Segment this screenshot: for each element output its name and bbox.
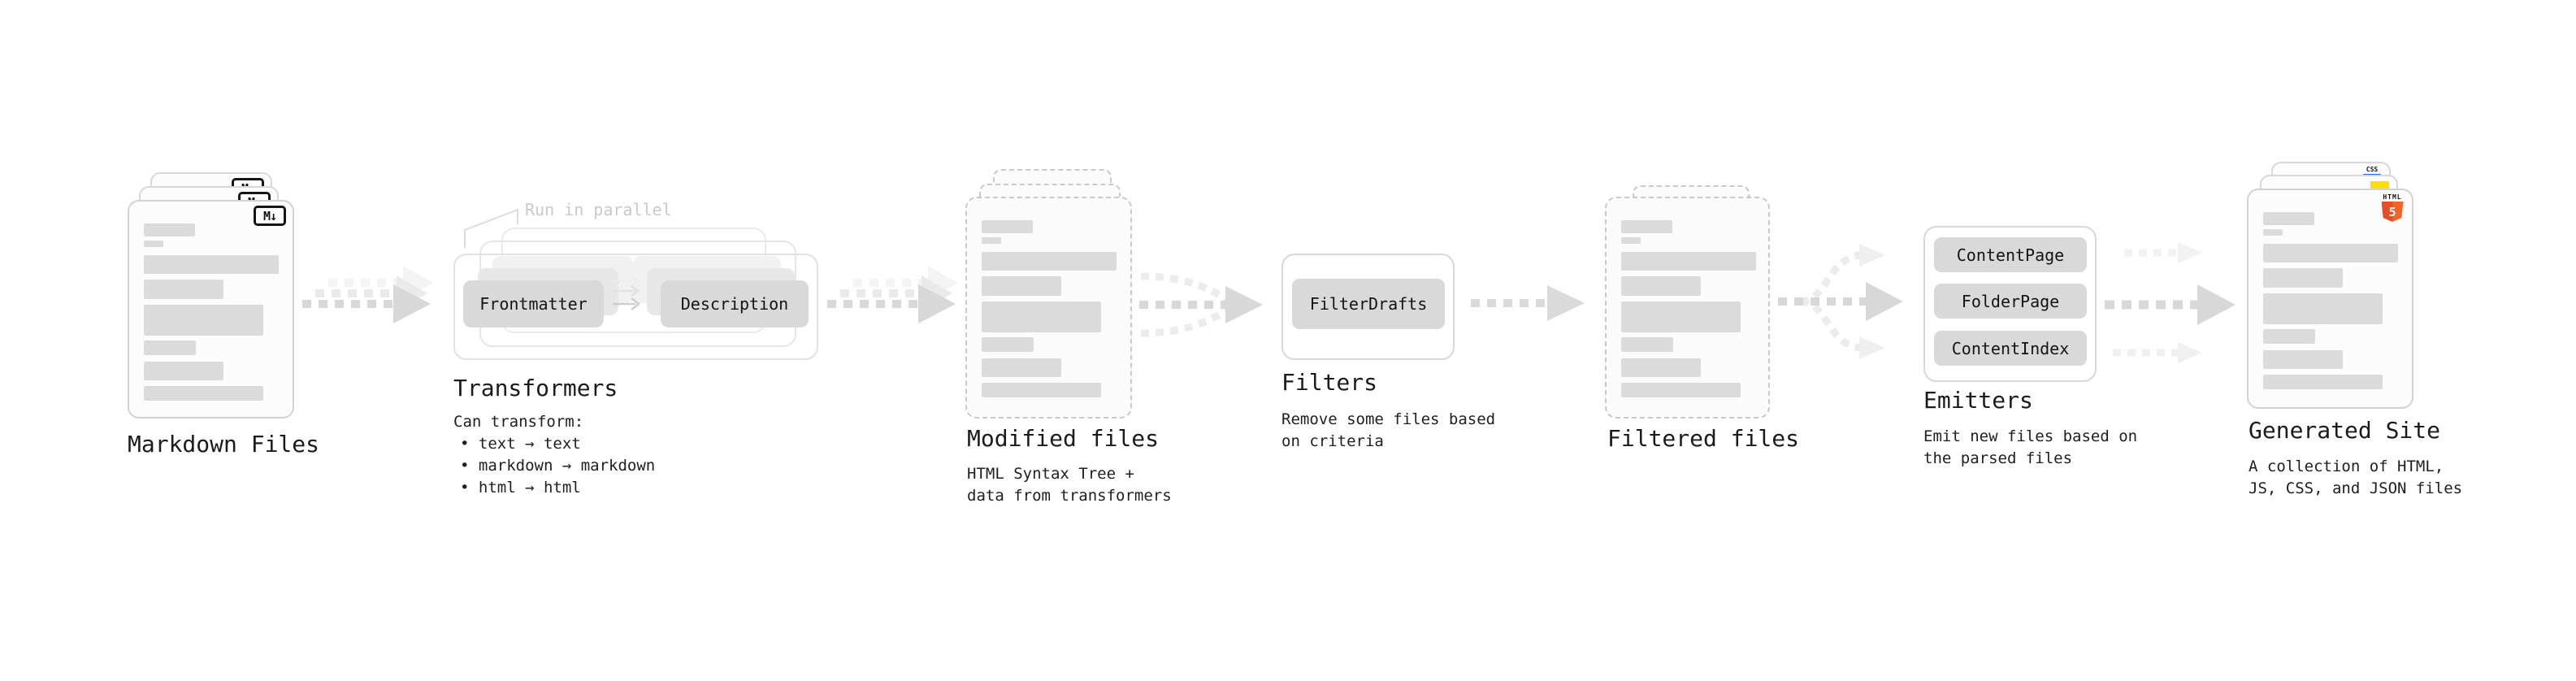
generated-site-desc: A collection of HTML, JS, CSS, and JSON … [2249, 458, 2463, 497]
doc-text-line-placeholder [982, 220, 1033, 233]
transform-mini-arrows [613, 274, 641, 310]
frontmatter-node: Frontmatter [463, 280, 604, 327]
doc-text-line-placeholder [982, 252, 1117, 271]
modified-files-desc: HTML Syntax Tree + data from transformer… [967, 465, 1172, 505]
transformers-bullet-2: • markdown → markdown [460, 457, 656, 475]
filters-label: Filters [1281, 369, 1378, 396]
doc-text-line-placeholder [2263, 329, 2315, 344]
doc-text-line-placeholder [144, 280, 223, 299]
doc-text-line-placeholder [2263, 268, 2343, 288]
doc-text-line-placeholder [1621, 237, 1641, 244]
doc-text-line-placeholder [1621, 276, 1701, 296]
filterdrafts-node: FilterDrafts [1292, 279, 1445, 329]
arrow-transformers-to-modified [827, 266, 958, 323]
doc-text-line-placeholder [982, 237, 1001, 244]
arrow-modified-to-filters [1139, 272, 1263, 337]
arrow-filtered-to-emitters [1778, 244, 1903, 359]
doc-text-line-placeholder [2263, 244, 2398, 262]
doc-text-line-placeholder [1621, 383, 1741, 397]
modified-files-label: Modified files [967, 425, 1160, 452]
generated-site-label: Generated Site [2249, 417, 2441, 444]
doc-text-line-placeholder [144, 255, 279, 274]
emitters-desc: Emit new files based on the parsed files [1923, 427, 2138, 467]
contentindex-node: ContentIndex [1934, 331, 2087, 366]
arrow-markdown-to-transformers [302, 266, 433, 323]
generated-html-file-card: HTML 5 [2247, 189, 2413, 409]
modified-file-card-front [965, 197, 1132, 419]
run-in-parallel-callout-line [464, 208, 518, 248]
filtered-file-card-front [1605, 197, 1770, 419]
folderpage-node: FolderPage [1934, 284, 2087, 319]
doc-text-line-placeholder [144, 223, 195, 236]
doc-text-line-placeholder [982, 276, 1061, 296]
doc-text-line-placeholder [2263, 293, 2383, 324]
transformers-desc-heading: Can transform: [453, 413, 584, 431]
run-in-parallel-annotation: Run in parallel [525, 200, 672, 219]
transformers-bullet-3: • html → html [460, 479, 581, 497]
doc-text-line-placeholder [144, 340, 196, 355]
doc-text-line-placeholder [144, 386, 263, 401]
doc-text-line-placeholder [144, 362, 223, 380]
emitters-label: Emitters [1923, 387, 2033, 414]
doc-text-line-placeholder [144, 241, 163, 247]
doc-text-line-placeholder [2263, 350, 2343, 369]
doc-text-line-placeholder [982, 358, 1061, 377]
doc-text-line-placeholder [1621, 337, 1673, 352]
transformer-lane-front [453, 254, 818, 360]
doc-text-line-placeholder [2263, 212, 2314, 225]
html5-icon: HTML 5 [2381, 194, 2404, 222]
markdown-icon: M↓ [254, 206, 286, 226]
description-node: Description [661, 280, 809, 327]
doc-text-line-placeholder [1621, 252, 1756, 271]
doc-text-line-placeholder [2263, 229, 2283, 236]
doc-text-line-placeholder [982, 337, 1034, 352]
doc-text-line-placeholder [1621, 358, 1701, 377]
arrow-emitters-to-generated [2105, 242, 2236, 363]
contentpage-node: ContentPage [1934, 237, 2087, 272]
javascript-icon [2370, 181, 2389, 189]
doc-text-line-placeholder [2263, 375, 2383, 389]
markdown-file-card-front: M↓ [128, 200, 294, 419]
arrow-filters-to-filtered [1471, 285, 1585, 321]
doc-text-line-placeholder [1621, 301, 1741, 332]
doc-text-line-placeholder [982, 383, 1101, 397]
filters-desc: Remove some files based on criteria [1281, 410, 1496, 450]
doc-text-line-placeholder [982, 301, 1101, 332]
markdown-files-label: Markdown Files [128, 431, 320, 458]
filtered-files-label: Filtered files [1607, 425, 1800, 452]
transformers-label: Transformers [453, 375, 618, 401]
transformers-bullet-1: • text → text [460, 435, 581, 453]
doc-text-line-placeholder [1621, 220, 1672, 233]
doc-text-line-placeholder [144, 305, 263, 336]
